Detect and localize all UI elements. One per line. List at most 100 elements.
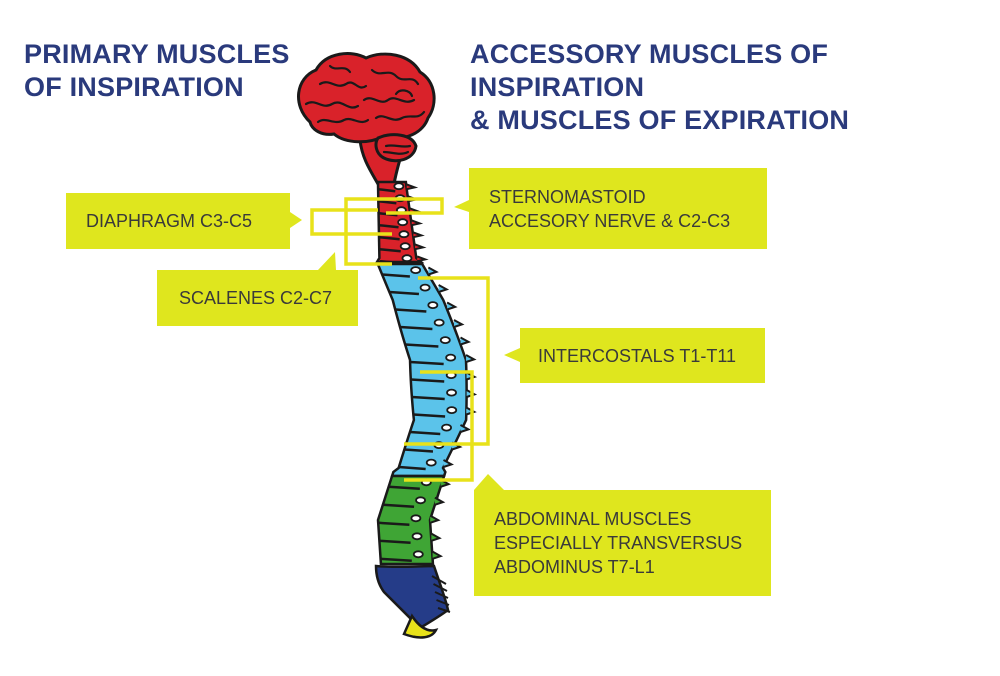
sternomastoid-callout-box (454, 168, 767, 249)
lumbar-vertebrae-disc (380, 557, 412, 563)
lumbar-vertebrae-disc (378, 521, 410, 527)
cervical-vertebrae-foramen (401, 254, 413, 263)
diaphragm-callout-box (66, 193, 302, 249)
thoracic-vertebrae-disc (398, 465, 426, 471)
primary-muscles-heading: PRIMARY MUSCLES OF INSPIRATION (24, 38, 290, 104)
thoracic-vertebrae-foramen (410, 266, 422, 275)
spinal-column (374, 180, 478, 630)
accessory-muscles-heading: ACCESSORY MUSCLES OF INSPIRATION & MUSCL… (470, 38, 1000, 137)
thoracic-vertebrae-disc (413, 413, 446, 418)
thoracic-vertebrae-disc (389, 290, 420, 296)
thoracic-vertebrae-disc (409, 430, 441, 436)
sternomastoid-label-line-1: STERNOMASTOID (489, 186, 646, 207)
brain (297, 52, 436, 186)
thoracic-vertebrae-foramen (441, 423, 452, 432)
scalenes-callout-box (157, 252, 358, 326)
bracket-lines (310, 197, 490, 482)
cervical-vertebrae-foramen (393, 182, 405, 191)
thoracic-vertebrae-foramen (419, 283, 431, 292)
callout-intercostals: INTERCOSTALS T1-T11 (520, 328, 765, 383)
callout-diaphragm: DIAPHRAGM C3-C5 (66, 193, 290, 249)
thoracic-vertebrae-foramen (433, 318, 445, 327)
thoracic-vertebrae-disc (395, 308, 427, 313)
abdominal-label-line-3: ABDOMINUS T7-L1 (494, 557, 655, 577)
abdominal-callout-box (474, 474, 771, 596)
sacrum-ridge (431, 575, 447, 585)
thoracic-vertebrae-spinous-process (438, 284, 450, 293)
callout-shapes (66, 168, 771, 596)
primary-heading-line-1: PRIMARY MUSCLES (24, 39, 290, 69)
lumbar-vertebrae-disc (388, 485, 420, 491)
cervical-vertebrae-spinous-process (406, 183, 419, 191)
cervical-vertebrae-disc (378, 199, 397, 205)
lumbar-vertebrae-spinous-process (434, 496, 446, 506)
thoracic-vertebrae-foramen (446, 388, 457, 397)
thoracic-vertebrae-spinous-process (427, 266, 439, 276)
sternomastoid-bracket (378, 197, 444, 215)
sacrum-ridge (433, 583, 448, 592)
thoracic-vertebrae-disc (411, 395, 445, 401)
accessory-heading-line-2: & MUSCLES OF EXPIRATION (470, 105, 850, 135)
thoracic-vertebrae-foramen (446, 406, 458, 415)
cervical-vertebrae-foramen (397, 218, 409, 227)
lumbar-vertebrae-foramen (415, 496, 426, 505)
cervical-vertebrae-disc (378, 223, 399, 229)
thoracic-vertebrae-disc (404, 448, 434, 453)
thoracic-vertebrae-foramen (445, 353, 457, 362)
intercostals-bracket (404, 276, 490, 446)
cervical-vertebrae-spinous-process (414, 243, 427, 251)
thoracic-vertebrae-disc (399, 325, 433, 331)
cervical-vertebrae-spinous-process (413, 231, 425, 239)
lumbar-vertebrae-spinous-process (429, 514, 441, 524)
sacrum-ridge (437, 607, 451, 613)
abdominal-bracket (404, 370, 474, 482)
diaphragm-label: DIAPHRAGM C3-C5 (86, 211, 253, 231)
lumbar-vertebrae-foramen (411, 532, 423, 541)
intercostals-label: INTERCOSTALS T1-T11 (538, 345, 737, 366)
lumbar-vertebrae-foramen (410, 514, 422, 523)
lumbar-vertebrae-spinous-process (432, 550, 444, 560)
cervical-vertebrae-disc (377, 187, 396, 193)
intercostals-callout-box (504, 328, 765, 383)
thoracic-vertebrae-disc (382, 273, 410, 278)
cervical-vertebrae-disc (378, 235, 400, 241)
lumbar-vertebrae (376, 474, 452, 566)
thoracic-vertebrae-foramen (427, 301, 439, 310)
thoracic-vertebrae-disc (405, 343, 439, 348)
cervical-vertebrae-spinous-process (411, 219, 424, 227)
thoracic-vertebrae-foramen (439, 336, 451, 345)
sternomastoid-label-line-2: ACCESORY NERVE & C2-C3 (489, 210, 731, 231)
thoracic-vertebrae-spinous-process (460, 336, 472, 346)
brain-folds (304, 64, 426, 155)
sacrum (374, 564, 450, 630)
abdominal-label-line-2: ESPECIALLY TRANSVERSUS (494, 533, 743, 553)
accessory-heading-line-1: ACCESSORY MUSCLES OF INSPIRATION (470, 39, 829, 102)
thoracic-vertebrae-spinous-process (453, 319, 465, 328)
thoracic-vertebrae-disc (410, 360, 444, 366)
callout-abdominal: ABDOMINAL MUSCLES ESPECIALLY TRANSVERSUS… (474, 490, 771, 596)
thoracic-vertebrae-spinous-process (465, 354, 477, 363)
thoracic-vertebrae-disc (410, 378, 445, 383)
cervical-vertebrae-foramen (398, 230, 410, 239)
lumbar-vertebrae-foramen (412, 550, 424, 559)
cervical-vertebrae-spinous-process (416, 255, 429, 263)
cerebellum (374, 133, 418, 163)
sacrum-ridge (434, 591, 449, 599)
lumbar-vertebrae-spinous-process (430, 532, 442, 542)
abdominal-label-line-1: ABDOMINAL MUSCLES (494, 509, 692, 529)
cervical-vertebrae-disc (379, 247, 401, 253)
cervical-vertebrae (374, 180, 429, 265)
callout-sternomastoid: STERNOMASTOID ACCESORY NERVE & C2-C3 (469, 168, 767, 249)
thoracic-vertebrae-spinous-process (446, 301, 458, 311)
sacrum-ridge (436, 599, 450, 606)
scalenes-bracket (344, 197, 392, 266)
lumbar-vertebrae-disc (382, 503, 415, 509)
thoracic-vertebrae (375, 262, 478, 478)
callout-scalenes: SCALENES C2-C7 (157, 270, 358, 326)
thoracic-vertebrae-spinous-process (442, 459, 454, 468)
thoracic-vertebrae-foramen (425, 458, 437, 467)
lumbar-vertebrae-disc (379, 539, 411, 545)
coccyx (402, 613, 439, 639)
cervical-vertebrae-foramen (399, 242, 411, 251)
